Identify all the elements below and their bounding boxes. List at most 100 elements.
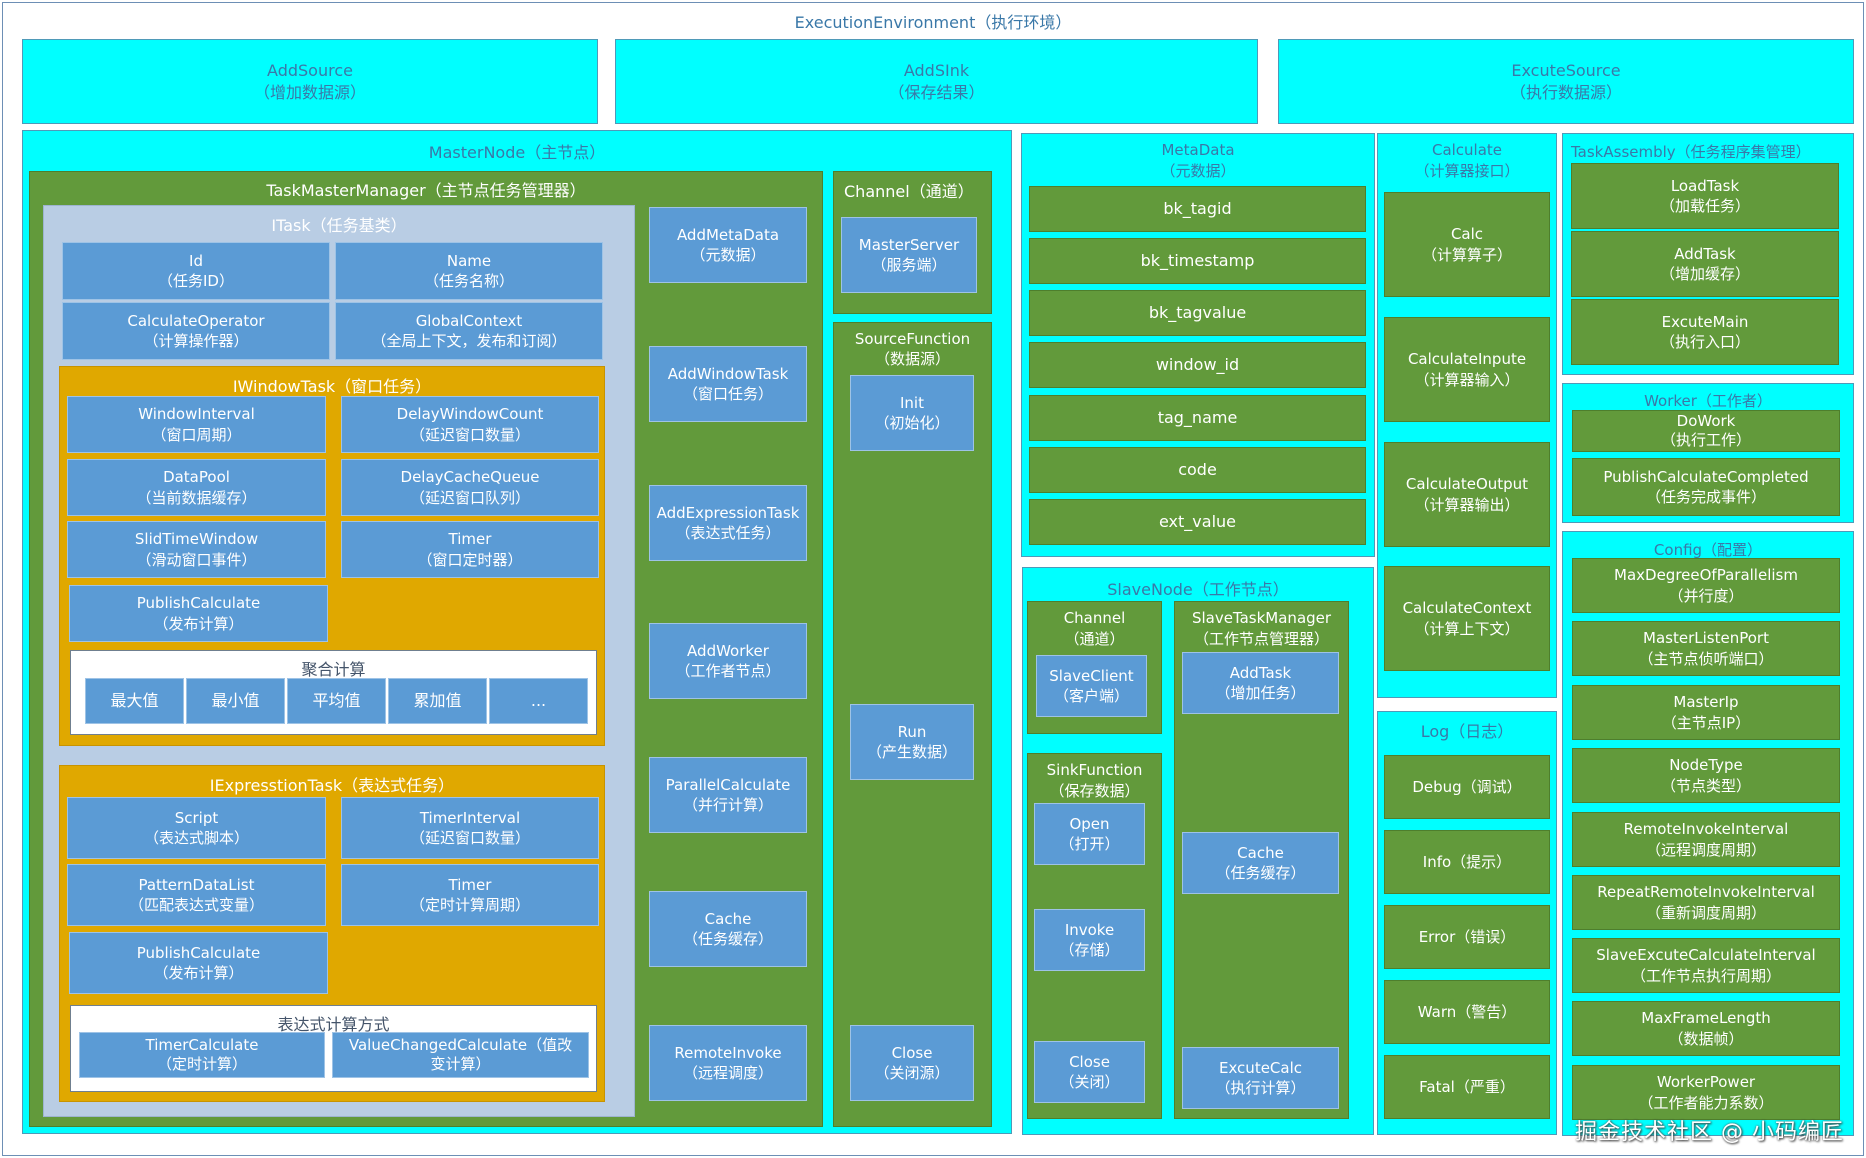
config-item[interactable]: RepeatRemoteInvokeInterval （重新调度周期） — [1572, 875, 1840, 930]
config-item[interactable]: SlaveExcuteCalculateInterval （工作节点执行周期） — [1572, 938, 1840, 993]
metadata-field-label: window_id — [1155, 355, 1240, 375]
config-item[interactable]: NodeType （节点类型） — [1572, 748, 1840, 803]
item-name: ExcuteMain — [1661, 312, 1749, 331]
calculate-item[interactable]: Calc （计算算子） — [1384, 192, 1550, 297]
log-level-label: Error（错误） — [1418, 927, 1516, 946]
item-desc: （重新调度周期） — [1645, 903, 1766, 922]
item-desc: （主节点IP） — [1661, 713, 1751, 732]
sink-function-name: SinkFunction — [1046, 761, 1143, 779]
master-server-box[interactable]: MasterServer （服务端） — [841, 217, 977, 293]
sink-function-method[interactable]: Open （打开） — [1034, 803, 1145, 865]
log-level[interactable]: Warn（警告） — [1384, 980, 1550, 1044]
add-source-box[interactable]: AddSource （增加数据源） — [22, 39, 598, 124]
window-task-field[interactable]: WindowInterval （窗口周期） — [67, 396, 326, 453]
sink-function-subtitle: （保存数据） — [1049, 782, 1140, 800]
field-desc: （窗口周期） — [151, 425, 242, 444]
master-channel-title: Channel（通道） — [844, 182, 974, 201]
slave-task-manager-subtitle: （工作节点管理器） — [1193, 630, 1329, 648]
task-assembly-item[interactable]: LoadTask （加载任务） — [1571, 163, 1839, 229]
method-desc: （工作者节点） — [675, 662, 781, 680]
expression-task-field[interactable]: TimerInterval （延迟窗口数量） — [341, 797, 599, 859]
field-name: CalculateOperator — [127, 311, 265, 330]
window-task-field[interactable]: Timer （窗口定时器） — [341, 521, 599, 578]
config-item[interactable]: MaxFrameLength （数据帧） — [1572, 1001, 1840, 1056]
aggregation-label: 累加值 — [413, 691, 462, 711]
aggregation-item[interactable]: ... — [489, 678, 588, 724]
metadata-field[interactable]: window_id — [1029, 342, 1366, 388]
config-item[interactable]: WorkerPower （工作者能力系数） — [1572, 1065, 1840, 1120]
worker-item[interactable]: PublishCalculateCompleted （任务完成事件） — [1572, 458, 1840, 516]
window-task-field[interactable]: DelayWindowCount （延迟窗口数量） — [341, 396, 599, 453]
field-name: WindowInterval — [138, 405, 255, 424]
metadata-field[interactable]: bk_tagvalue — [1029, 290, 1366, 336]
calculate-item[interactable]: CalculateInpute （计算器输入） — [1384, 317, 1550, 422]
source-function-title: SourceFunction （数据源） — [834, 329, 991, 370]
itask-field[interactable]: CalculateOperator （计算操作器） — [62, 302, 330, 360]
calculate-item[interactable]: CalculateOutput （计算器输出） — [1384, 442, 1550, 547]
method-name: Init — [900, 393, 924, 412]
expression-mode-item[interactable]: TimerCalculate （定时计算） — [79, 1032, 325, 1078]
excute-source-box[interactable]: ExcuteSource （执行数据源） — [1278, 39, 1854, 124]
itask-field[interactable]: Name （任务名称） — [335, 242, 603, 300]
sink-function-method[interactable]: Invoke （存储） — [1034, 909, 1145, 971]
item-desc: （计算器输出） — [1414, 495, 1520, 514]
config-item[interactable]: MasterListenPort （主节点侦听端口） — [1572, 621, 1840, 676]
task-assembly-item[interactable]: ExcuteMain （执行入口） — [1571, 299, 1839, 365]
expression-task-field[interactable]: Script （表达式脚本） — [67, 797, 326, 859]
source-function-method[interactable]: Close （关闭源） — [850, 1025, 974, 1101]
expression-task-field[interactable]: Timer （定时计算周期） — [341, 864, 599, 926]
slave-manager-method[interactable]: ExcuteCalc （执行计算） — [1182, 1047, 1339, 1109]
metadata-field[interactable]: bk_timestamp — [1029, 238, 1366, 284]
item-name: PublishCalculateCompleted — [1603, 467, 1809, 486]
calculate-item[interactable]: CalculateContext （计算上下文） — [1384, 566, 1550, 671]
manager-method[interactable]: Cache （任务缓存） — [649, 891, 807, 967]
sink-function-method[interactable]: Close （关闭） — [1034, 1041, 1145, 1103]
window-task-field[interactable]: DelayCacheQueue （延迟窗口队列） — [341, 459, 599, 516]
expression-mode-item[interactable]: ValueChangedCalculate（值改 变计算） — [332, 1032, 589, 1078]
item-name: AddTask — [1674, 244, 1736, 263]
window-task-field[interactable]: SlidTimeWindow （滑动窗口事件） — [67, 521, 326, 578]
metadata-field[interactable]: bk_tagid — [1029, 186, 1366, 232]
task-assembly-item[interactable]: AddTask （增加缓存） — [1571, 231, 1839, 297]
method-desc: （任务缓存） — [1215, 864, 1306, 882]
log-level[interactable]: Error（错误） — [1384, 905, 1550, 969]
slave-manager-method[interactable]: Cache （任务缓存） — [1182, 832, 1339, 894]
aggregation-item[interactable]: 最小值 — [186, 678, 285, 724]
log-level[interactable]: Debug（调试） — [1384, 755, 1550, 819]
config-item[interactable]: RemoteInvokeInterval （远程调度周期） — [1572, 812, 1840, 867]
slave-client-box[interactable]: SlaveClient （客户端） — [1036, 655, 1147, 717]
field-desc: （延迟窗口队列） — [409, 488, 530, 507]
metadata-field-label: bk_tagvalue — [1148, 303, 1247, 323]
manager-method[interactable]: AddWorker （工作者节点） — [649, 623, 807, 699]
itask-field[interactable]: Id （任务ID） — [62, 242, 330, 300]
metadata-field[interactable]: tag_name — [1029, 395, 1366, 441]
log-level[interactable]: Info（提示） — [1384, 830, 1550, 894]
manager-method[interactable]: AddExpressionTask （表达式任务） — [649, 485, 807, 561]
method-name: Close — [891, 1043, 933, 1062]
expression-task-field[interactable]: PublishCalculate （发布计算） — [69, 932, 328, 994]
expression-task-field[interactable]: PatternDataList （匹配表达式变量） — [67, 864, 326, 926]
client-desc: （客户端） — [1053, 687, 1129, 705]
worker-item[interactable]: DoWork （执行工作） — [1572, 410, 1840, 452]
manager-method[interactable]: AddWindowTask （窗口任务） — [649, 346, 807, 422]
window-task-field[interactable]: PublishCalculate （发布计算） — [69, 585, 328, 642]
itask-field[interactable]: GlobalContext （全局上下文，发布和订阅） — [335, 302, 603, 360]
manager-method[interactable]: AddMetaData （元数据） — [649, 207, 807, 283]
metadata-field[interactable]: ext_value — [1029, 499, 1366, 545]
window-task-field[interactable]: DataPool （当前数据缓存） — [67, 459, 326, 516]
aggregation-label: 最大值 — [110, 691, 159, 711]
aggregation-item[interactable]: 最大值 — [85, 678, 184, 724]
item-name: MaxFrameLength — [1641, 1009, 1771, 1028]
source-function-method[interactable]: Run （产生数据） — [850, 704, 974, 780]
metadata-field[interactable]: code — [1029, 447, 1366, 493]
aggregation-item[interactable]: 累加值 — [388, 678, 487, 724]
aggregation-item[interactable]: 平均值 — [287, 678, 386, 724]
manager-method[interactable]: ParallelCalculate （并行计算） — [649, 757, 807, 833]
add-sink-box[interactable]: AddSInk （保存结果） — [615, 39, 1258, 124]
log-level[interactable]: Fatal（严重） — [1384, 1055, 1550, 1119]
source-function-method[interactable]: Init （初始化） — [850, 375, 974, 451]
config-item[interactable]: MaxDegreeOfParallelism （并行度） — [1572, 558, 1840, 613]
slave-manager-method[interactable]: AddTask （增加任务） — [1182, 652, 1339, 714]
manager-method[interactable]: RemoteInvoke （远程调度） — [649, 1025, 807, 1101]
config-item[interactable]: MasterIp （主节点IP） — [1572, 685, 1840, 740]
